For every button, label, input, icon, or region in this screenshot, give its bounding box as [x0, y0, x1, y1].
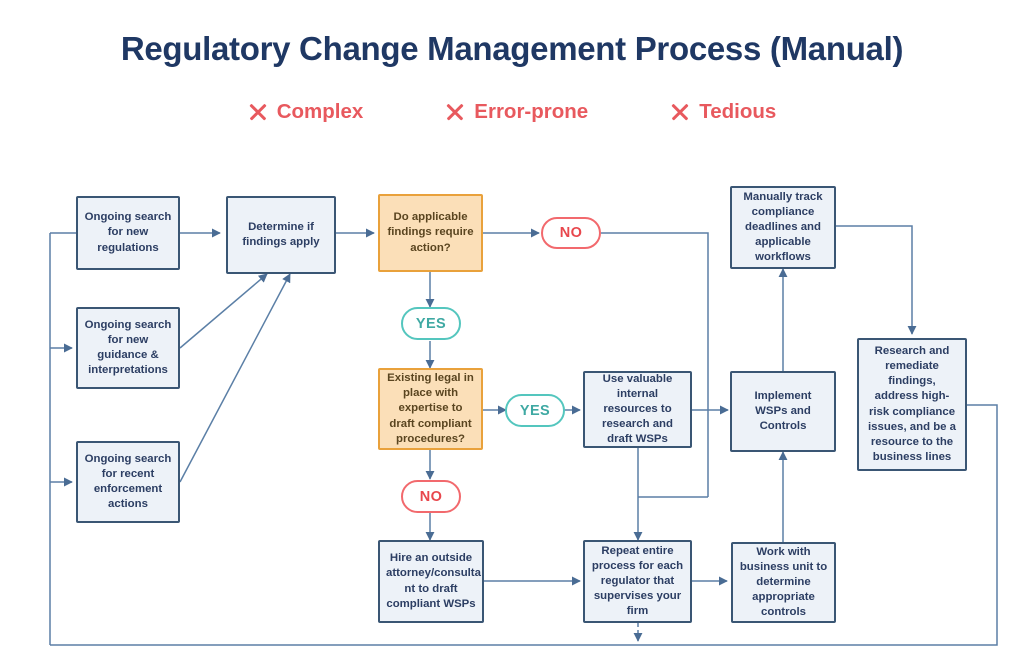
pill-label: NO	[559, 225, 583, 241]
node-manually-track[interactable]: Manually track compliance deadlines and …	[730, 186, 836, 269]
x-icon	[248, 102, 268, 122]
node-label: Use valuable internal resources to resea…	[602, 372, 673, 446]
node-label: Implement WSPs and Controls	[754, 389, 812, 433]
node-findings-require-action[interactable]: Do applicable findings require action?	[378, 194, 483, 272]
node-label: Ongoing search for new guidance & interp…	[84, 318, 172, 377]
node-label: Determine if findings apply	[242, 220, 320, 248]
node-existing-legal[interactable]: Existing legal in place with expertise t…	[378, 368, 483, 450]
node-search-regulations[interactable]: Ongoing search for new regulations	[76, 196, 180, 270]
node-label: Repeat entire process for each regulator…	[591, 544, 684, 618]
pill-no-findings-action[interactable]: NO	[541, 217, 601, 249]
tag-tedious-label: Tedious	[699, 100, 777, 123]
node-label: Do applicable findings require action?	[387, 211, 474, 254]
x-icon	[670, 102, 690, 122]
node-hire-outside-attorney[interactable]: Hire an outside attorney/consulta nt to …	[378, 540, 484, 623]
tag-error-prone: Error-prone	[445, 100, 588, 124]
pill-label: YES	[415, 315, 447, 332]
page-title: Regulatory Change Management Process (Ma…	[120, 30, 904, 67]
node-label: Existing legal in place with expertise t…	[387, 372, 474, 445]
node-label: Hire an outside attorney/consulta nt to …	[386, 552, 481, 610]
pill-label: NO	[419, 488, 443, 505]
node-label: Research and remediate findings, address…	[868, 344, 956, 463]
tagline-row: Complex Error-prone Tedious	[0, 100, 1024, 124]
pill-label: YES	[519, 402, 551, 419]
tag-complex: Complex	[248, 100, 364, 124]
node-implement-wsps[interactable]: Implement WSPs and Controls	[730, 371, 836, 452]
pill-yes-existing-legal[interactable]: YES	[505, 394, 565, 427]
tag-error-prone-label: Error-prone	[474, 100, 589, 123]
node-search-enforcement[interactable]: Ongoing search for recent enforcement ac…	[76, 441, 180, 523]
pill-no-existing-legal[interactable]: NO	[401, 480, 461, 513]
node-determine-findings[interactable]: Determine if findings apply	[226, 196, 336, 274]
node-work-with-business-unit[interactable]: Work with business unit to determine app…	[731, 542, 836, 623]
tag-tedious: Tedious	[670, 100, 776, 124]
node-label: Ongoing search for new regulations	[84, 211, 172, 254]
node-research-remediate[interactable]: Research and remediate findings, address…	[857, 338, 967, 471]
node-label: Work with business unit to determine app…	[739, 545, 828, 619]
x-icon	[445, 102, 465, 122]
node-label: Ongoing search for recent enforcement ac…	[84, 452, 172, 511]
node-use-internal-resources[interactable]: Use valuable internal resources to resea…	[583, 371, 692, 448]
pill-yes-findings-action[interactable]: YES	[401, 307, 461, 340]
node-search-guidance[interactable]: Ongoing search for new guidance & interp…	[76, 307, 180, 389]
node-repeat-process[interactable]: Repeat entire process for each regulator…	[583, 540, 692, 623]
node-label: Manually track compliance deadlines and …	[743, 190, 823, 264]
tag-complex-label: Complex	[276, 100, 364, 123]
